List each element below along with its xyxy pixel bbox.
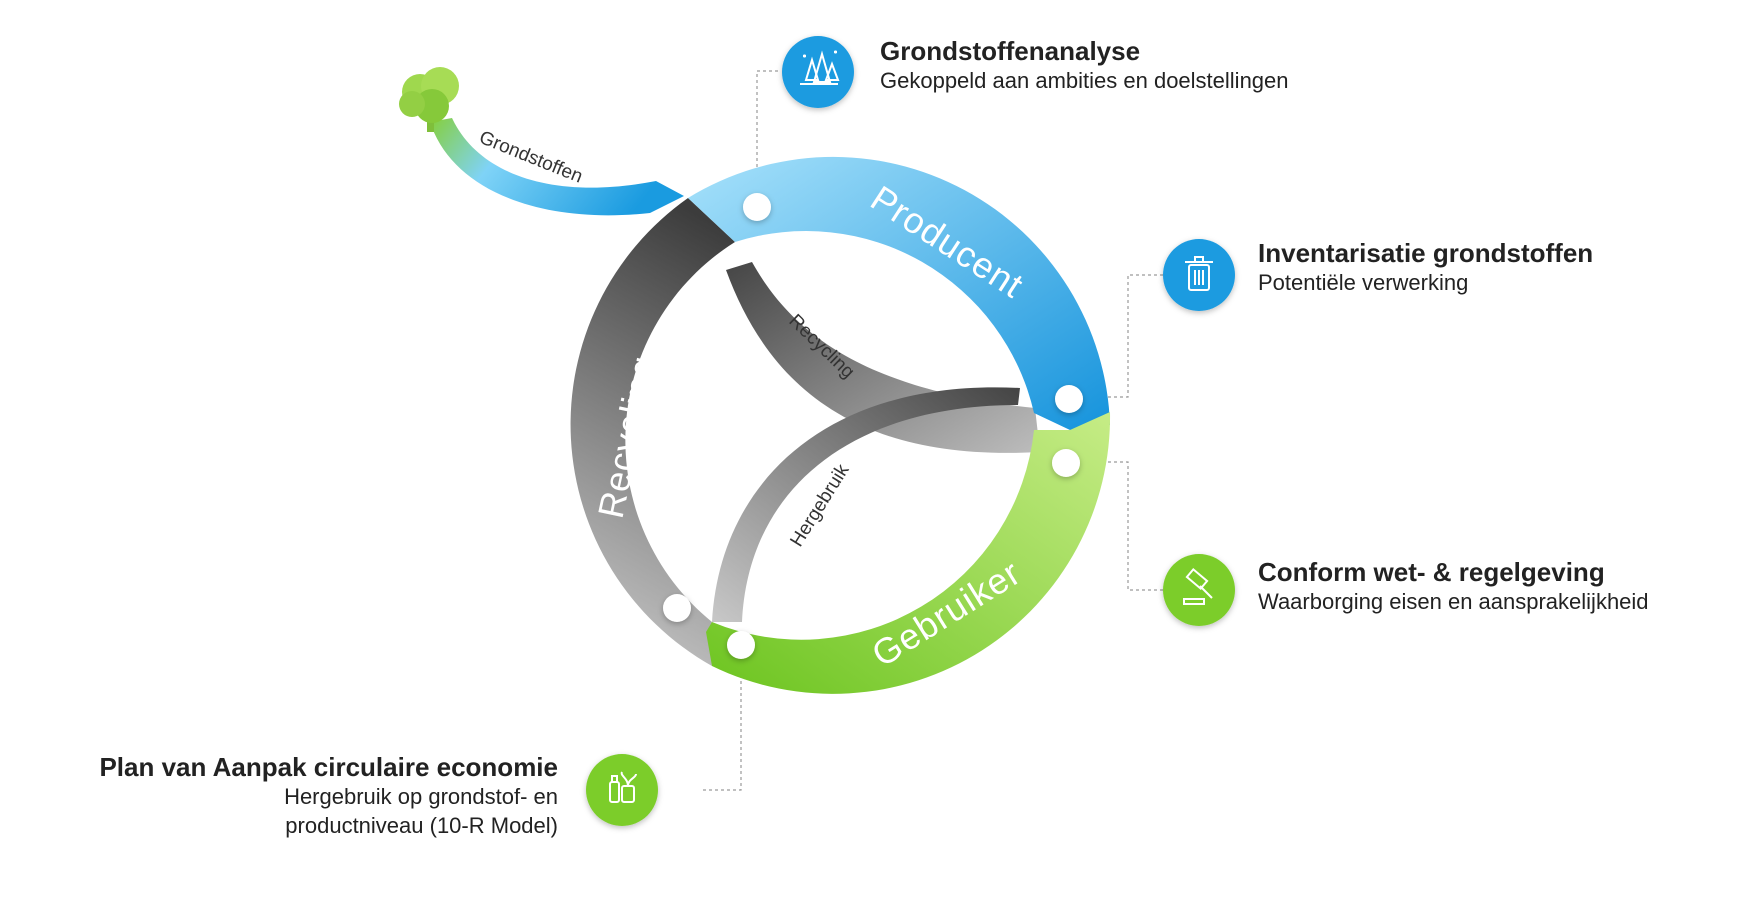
feature-subtitle: Gekoppeld aan ambities en doelstellingen <box>880 68 1289 93</box>
gebruiker-segment <box>706 412 1111 694</box>
feature-title: Plan van Aanpak circulaire economie <box>99 752 558 782</box>
feature-inventarisatie: Inventarisatie grondstoffen Potentiële v… <box>1258 238 1593 298</box>
inner-hergebruik-arrow <box>712 387 1020 622</box>
feature-grondstoffenanalyse: Grondstoffenanalyse Gekoppeld aan ambiti… <box>880 36 1289 96</box>
tree-icon <box>399 67 459 132</box>
gavel-icon <box>1163 554 1235 626</box>
trash-bin-icon <box>1163 239 1235 311</box>
dot-gebruiker-start <box>1052 449 1080 477</box>
feature-subtitle: Waarborging eisen en aansprakelijkheid <box>1258 589 1649 614</box>
bottles-plant-icon <box>586 754 658 826</box>
dot-gebruiker-end <box>727 631 755 659</box>
dot-producent-start <box>743 193 771 221</box>
feature-title: Inventarisatie grondstoffen <box>1258 238 1594 268</box>
ring-dots <box>663 193 1083 659</box>
feature-subtitle-line2: productniveau (10-R Model) <box>285 812 558 838</box>
feature-title: Grondstoffenanalyse <box>880 36 1141 66</box>
dot-recycling <box>663 594 691 622</box>
crystals-icon <box>782 36 854 108</box>
feature-plan-van-aanpak: Plan van Aanpak circulaire economie Herg… <box>30 752 558 840</box>
feature-title: Conform wet- & regelgeving <box>1258 557 1605 587</box>
producent-segment <box>688 156 1110 431</box>
recycling-segment <box>570 198 735 666</box>
feature-subtitle: Potentiële verwerking <box>1258 270 1469 295</box>
grondstoffen-arrow <box>430 118 684 216</box>
feature-conform-wetgeving: Conform wet- & regelgeving Waarborging e… <box>1258 557 1649 617</box>
feature-subtitle-line1: Hergebruik op grondstof- en <box>284 784 558 809</box>
dot-producent-end <box>1055 385 1083 413</box>
